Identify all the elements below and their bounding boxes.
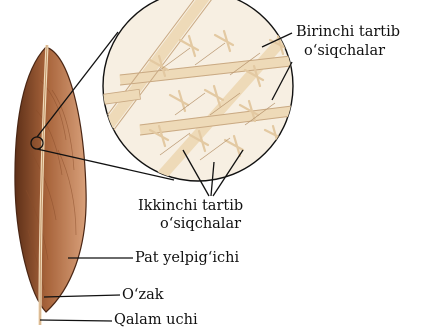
label-secondary-barbs-line2: o‘siqchalar xyxy=(160,216,241,233)
label-secondary-barbs-line1: Ikkinchi tartib xyxy=(138,198,243,215)
label-primary-barbs-line1: Birinchi tartib xyxy=(296,24,400,41)
label-rachis: O‘zak xyxy=(122,287,164,304)
label-vane: Pat yelpig‘ichi xyxy=(135,250,239,267)
label-calamus: Qalam uchi xyxy=(114,312,198,329)
label-primary-barbs-line2: o‘siqchalar xyxy=(304,43,385,60)
